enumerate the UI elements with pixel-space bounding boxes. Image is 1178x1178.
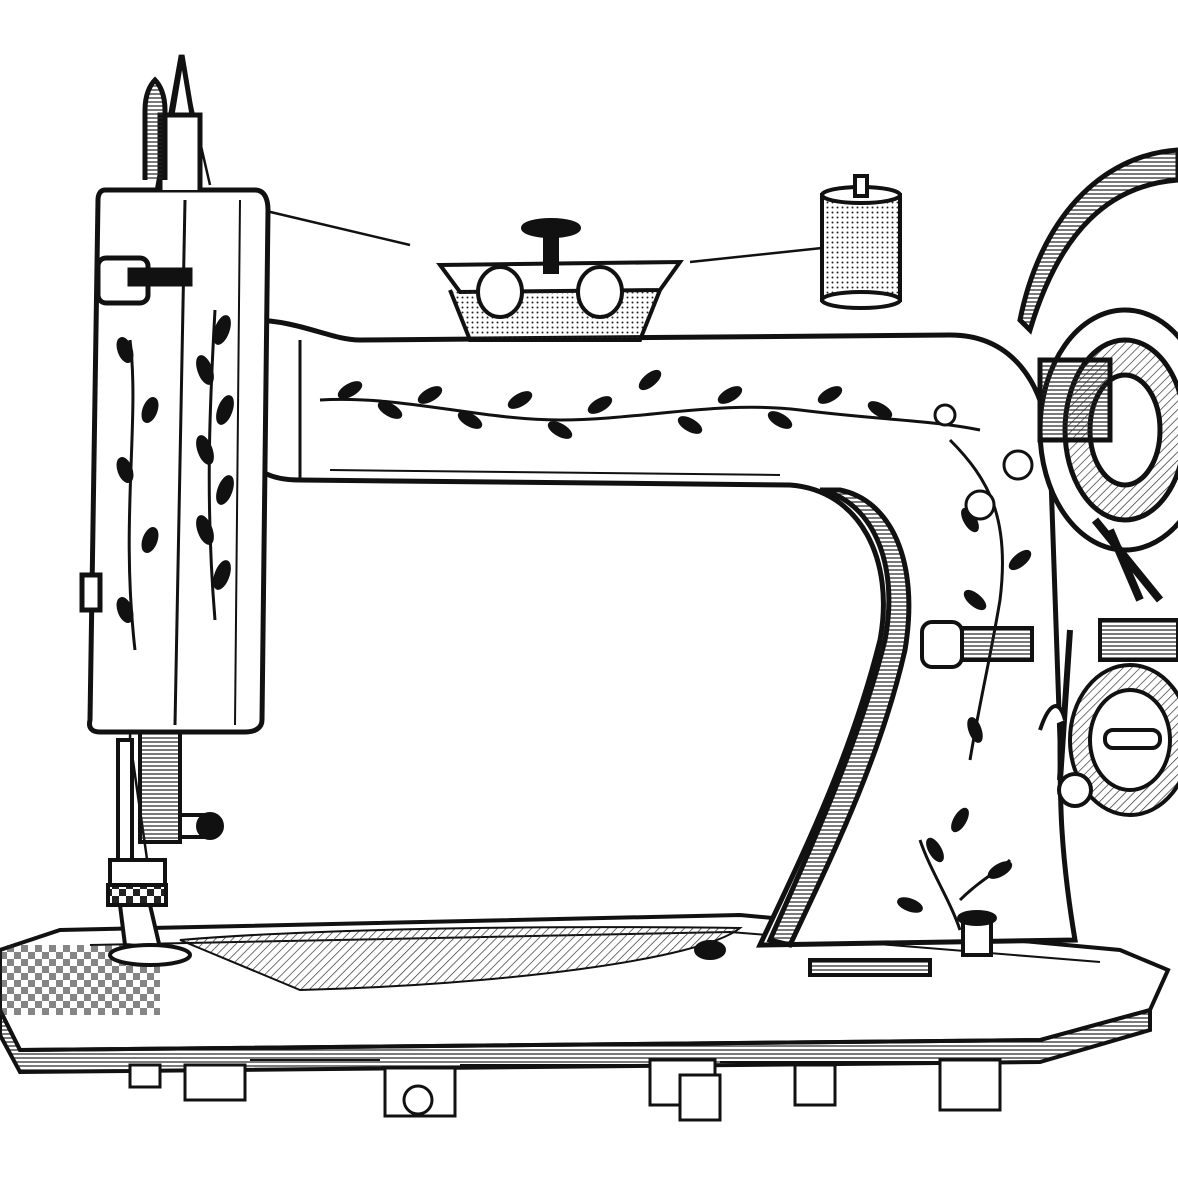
floral-vine-decoration: [319, 369, 1034, 931]
thumb-knob: [957, 910, 997, 957]
balance-wheel: [1017, 147, 1178, 603]
leaf-decoration-head: [116, 309, 234, 651]
needle-bar: [106, 730, 224, 967]
bobbin-winder: [920, 618, 1178, 817]
tension-assembly: [436, 218, 684, 342]
flower-sprig-lower: [897, 807, 1013, 931]
machine-arm: [247, 317, 1078, 948]
machine-feet: [128, 1058, 1002, 1122]
spool-pin: [820, 174, 902, 310]
